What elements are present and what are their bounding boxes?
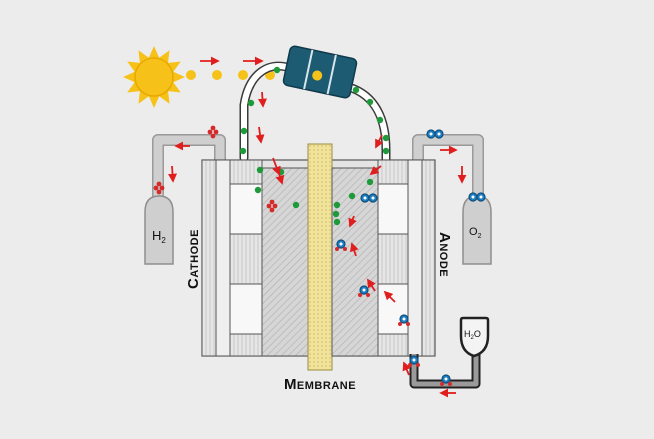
- water-molecule: [416, 363, 420, 367]
- flow-arrow: [350, 242, 359, 257]
- sun-icon: [123, 46, 185, 108]
- hydrogen-tank-label: H2: [152, 228, 166, 245]
- cathode-label: Cathode: [185, 229, 202, 289]
- proton: [210, 133, 216, 139]
- electron: [256, 166, 264, 174]
- electron: [376, 116, 384, 124]
- flow-arrow: [367, 278, 376, 292]
- proton: [272, 203, 278, 209]
- proton: [210, 125, 216, 131]
- proton: [207, 129, 213, 135]
- electron: [332, 210, 340, 218]
- electron: [333, 201, 341, 209]
- proton: [156, 189, 162, 195]
- water-molecule: [408, 363, 412, 367]
- oxygen-atom: [437, 132, 441, 136]
- membrane: [307, 143, 333, 371]
- electron: [333, 218, 341, 226]
- flow-arrow: [383, 290, 396, 303]
- oxygen-atom: [371, 196, 375, 200]
- proton: [269, 199, 275, 205]
- electron: [382, 147, 390, 155]
- proton: [266, 203, 272, 209]
- flow-arrow: [275, 169, 285, 185]
- electron: [240, 127, 248, 135]
- electron: [366, 98, 374, 106]
- electron: [292, 201, 300, 209]
- flow-arrow: [255, 126, 265, 144]
- electron: [254, 186, 262, 194]
- water-molecule: [358, 293, 362, 297]
- water-molecule: [362, 288, 366, 292]
- oxygen-atom: [363, 196, 367, 200]
- hydrogen-tank: [144, 195, 174, 265]
- flow-arrow: [375, 134, 384, 149]
- flow-arrow: [402, 361, 411, 376]
- water-tank-label: H2O: [464, 329, 481, 341]
- water-molecule: [440, 382, 444, 386]
- water-molecule: [366, 293, 370, 297]
- water-loop: [409, 316, 490, 389]
- membrane-label: Membrane: [284, 376, 356, 393]
- oxygen-tank-label: O2: [469, 226, 482, 240]
- flow-arrow: [369, 165, 382, 176]
- oxygen-atom: [429, 132, 433, 136]
- oxygen-pipe: [412, 134, 484, 198]
- water-molecule: [398, 322, 402, 326]
- electrolyzer-cell: [201, 143, 436, 371]
- oxygen-atom: [471, 195, 475, 199]
- water-molecule: [335, 247, 339, 251]
- water-molecule: [448, 382, 452, 386]
- water-molecule: [339, 242, 343, 246]
- electron: [348, 192, 356, 200]
- electron: [352, 86, 360, 94]
- water-molecule: [402, 317, 406, 321]
- flow-arrow: [168, 165, 178, 183]
- water-molecule: [444, 377, 448, 381]
- water-molecule: [343, 247, 347, 251]
- hydrogen-pipe: [152, 134, 226, 198]
- solar-panel-icon: [282, 45, 358, 99]
- flow-arrow: [348, 215, 357, 228]
- electron: [382, 134, 390, 142]
- electron: [366, 178, 374, 186]
- proton: [213, 129, 219, 135]
- flow-arrow: [257, 91, 267, 108]
- proton: [269, 207, 275, 213]
- particles: [153, 66, 486, 386]
- proton: [153, 185, 159, 191]
- oxygen-atom: [479, 195, 483, 199]
- flow-arrows: [168, 56, 467, 398]
- electron: [247, 99, 255, 107]
- water-molecule: [406, 322, 410, 326]
- electron: [239, 147, 247, 155]
- anode-label: Anode: [436, 232, 453, 277]
- proton: [159, 185, 165, 191]
- proton: [156, 181, 162, 187]
- water-molecule: [412, 358, 416, 362]
- electron: [273, 66, 281, 74]
